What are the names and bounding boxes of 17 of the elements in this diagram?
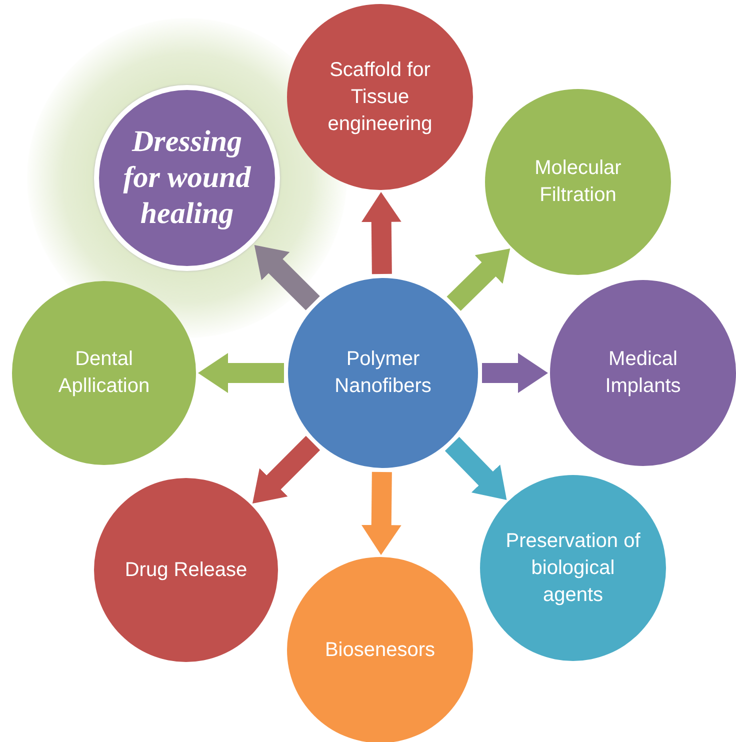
- block-arrow: [446, 248, 510, 311]
- node-label: Medical Implants: [604, 347, 682, 399]
- node-label: Dental Apllication: [57, 347, 151, 399]
- block-arrow: [198, 353, 284, 393]
- node-label: Dressing for wound healing: [122, 124, 252, 232]
- node-label: Polymer Nanofibers: [334, 347, 432, 399]
- block-arrow: [254, 245, 320, 310]
- node-label: Biosenesors: [324, 638, 436, 662]
- block-arrow: [361, 192, 402, 274]
- block-arrow: [444, 436, 507, 500]
- block-arrow: [252, 436, 320, 504]
- block-arrow: [482, 353, 548, 393]
- node-label: Molecular Filtration: [534, 156, 622, 208]
- node-label: Preservation of biological agents: [504, 528, 642, 608]
- block-arrow: [361, 472, 402, 555]
- node-label: Drug Release: [124, 558, 248, 582]
- node-label: Scaffold for Tissue engineering: [326, 58, 434, 136]
